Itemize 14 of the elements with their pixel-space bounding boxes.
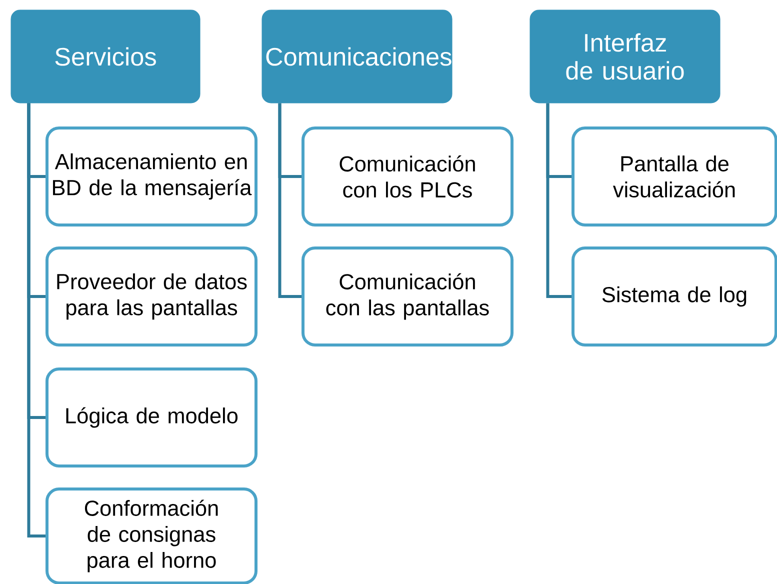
item-box: Comunicación con los PLCs bbox=[302, 126, 514, 226]
item-box: Conformación de consignas para el horno bbox=[46, 488, 258, 584]
item-box: Almacenamiento en BD de la mensajería bbox=[46, 126, 258, 226]
category-box: Servicios bbox=[10, 10, 200, 104]
item-box: Comunicación con las pantallas bbox=[302, 246, 514, 346]
category-box: Comunicaciones bbox=[262, 10, 452, 104]
item-box: Lógica de modelo bbox=[46, 368, 258, 468]
item-box: Sistema de log bbox=[572, 246, 777, 346]
connector-line bbox=[27, 103, 46, 538]
connector-line bbox=[278, 103, 302, 298]
item-box: Proveedor de datos para las pantallas bbox=[46, 246, 258, 346]
connector-line bbox=[546, 103, 572, 298]
category-box: Interfaz de usuario bbox=[530, 10, 720, 104]
item-box: Pantalla de visualización bbox=[572, 126, 777, 226]
